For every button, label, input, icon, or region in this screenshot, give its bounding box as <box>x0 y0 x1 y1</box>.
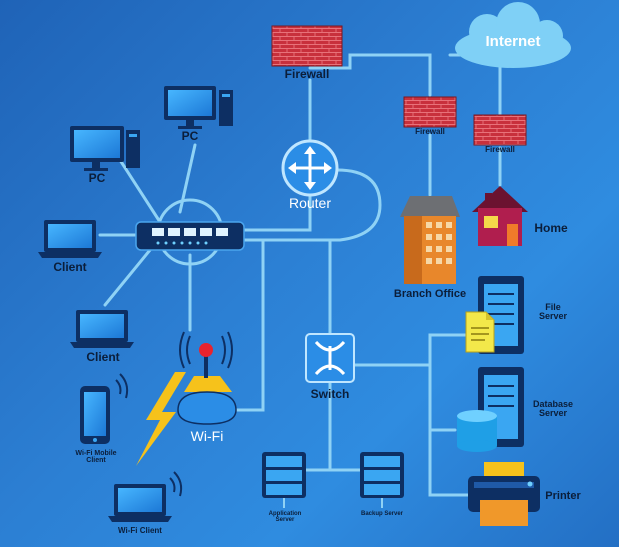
database-server-label: Database Server <box>532 399 574 419</box>
client-top[interactable] <box>38 220 102 258</box>
wifi-client-label: Wi-Fi Client <box>118 526 162 535</box>
firewall-main-label: Firewall <box>284 67 330 81</box>
laptop-icon <box>38 220 102 258</box>
router-icon <box>281 139 339 197</box>
connection-lines <box>98 53 502 497</box>
file-server[interactable] <box>465 276 524 354</box>
firewall-branch[interactable] <box>403 96 457 128</box>
internet-cloud[interactable] <box>455 2 571 68</box>
desktop-pc-icon <box>70 126 140 171</box>
house-icon <box>472 186 528 246</box>
firewall-icon <box>271 25 343 67</box>
client-top-label: Client <box>53 260 87 274</box>
application-server-label: Application Server <box>268 511 302 524</box>
home[interactable] <box>472 186 528 246</box>
desktop-pc-icon <box>164 86 233 129</box>
backup-server[interactable] <box>360 452 404 508</box>
server-icon <box>262 452 306 508</box>
wifi-waves-icon <box>169 471 183 497</box>
pc-left-label: PC <box>88 171 106 185</box>
firewall-main[interactable] <box>271 25 343 67</box>
building-icon <box>400 196 460 284</box>
database-server[interactable] <box>457 367 524 452</box>
router[interactable] <box>281 139 339 197</box>
wifi-label: Wi-Fi <box>190 428 224 444</box>
wifi-waves-icon <box>115 373 129 399</box>
pc-left[interactable] <box>70 126 140 171</box>
pc-top[interactable] <box>164 86 233 129</box>
printer-label: Printer <box>545 490 581 502</box>
wifi-waves-icon <box>179 331 233 369</box>
switch-icon <box>305 333 355 383</box>
backup-server-label: Backup Server <box>360 511 404 517</box>
client-bottom[interactable] <box>70 310 134 348</box>
router-label: Router <box>288 195 332 211</box>
hub-icon <box>135 221 245 251</box>
laptop-icon <box>108 484 172 522</box>
database-icon <box>457 410 497 452</box>
document-icon <box>465 311 495 353</box>
cloud-icon <box>455 2 571 68</box>
server-icon <box>360 452 404 508</box>
pc-top-label: PC <box>181 129 199 143</box>
switch-label: Switch <box>310 387 350 401</box>
printer[interactable] <box>468 462 540 526</box>
switch[interactable] <box>305 333 355 383</box>
home-label: Home <box>534 221 568 235</box>
client-bottom-label: Client <box>86 350 120 364</box>
branch-office-label: Branch Office <box>393 288 467 300</box>
firewall-icon <box>403 96 457 128</box>
wifi-access-point-icon <box>177 343 237 425</box>
laptop-icon <box>70 310 134 348</box>
smartphone-icon <box>80 386 110 444</box>
firewall-home[interactable] <box>473 114 527 146</box>
wifi-access-point[interactable] <box>177 331 237 425</box>
firewall-branch-label: Firewall <box>415 127 445 136</box>
application-server[interactable] <box>262 452 306 508</box>
firewall-icon <box>473 114 527 146</box>
wifi-mobile-client[interactable] <box>80 373 129 444</box>
printer-icon <box>468 462 540 526</box>
branch-office[interactable] <box>400 196 460 284</box>
wifi-mobile-client-label: Wi-Fi Mobile Client <box>75 450 117 465</box>
wifi-client[interactable] <box>108 471 183 522</box>
internet-label: Internet <box>485 33 541 50</box>
firewall-home-label: Firewall <box>485 145 515 154</box>
lightning-icon <box>136 372 186 466</box>
file-server-label: File Server <box>538 302 568 322</box>
hub[interactable] <box>135 221 245 251</box>
